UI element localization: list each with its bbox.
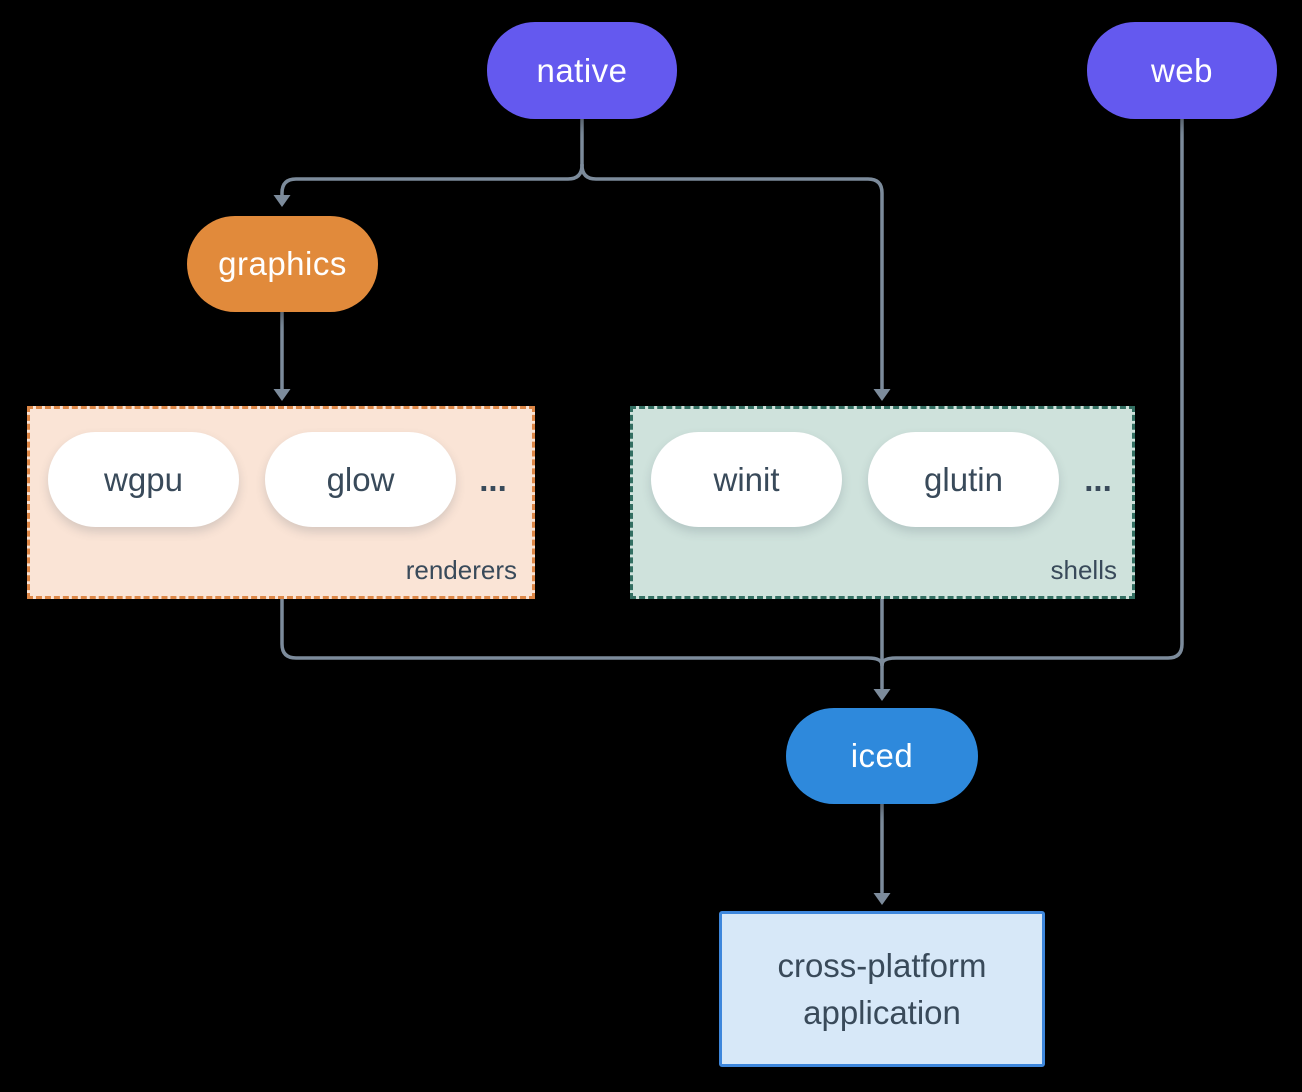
arrowhead-renderers	[273, 389, 291, 401]
edge-native-graphics	[280, 163, 584, 197]
app-box-line1: cross-platform	[777, 947, 987, 984]
pill-wgpu-label: wgpu	[104, 460, 183, 498]
pill-glow: glow	[265, 432, 456, 527]
renderers-label: renderers	[405, 555, 517, 585]
arrowhead-iced	[873, 689, 891, 701]
renderers-ellipsis: ...	[479, 460, 507, 498]
node-iced-label: iced	[850, 737, 914, 774]
shells-ellipsis: ...	[1084, 460, 1112, 498]
app-box-line2: application	[803, 994, 961, 1031]
edge-renderers-iced	[280, 597, 884, 667]
node-graphics: graphics	[187, 216, 378, 312]
arrowhead-shells	[873, 389, 891, 401]
node-web: web	[1087, 22, 1277, 119]
pill-winit: winit	[651, 432, 842, 527]
node-native-label: native	[536, 51, 628, 89]
node-web-label: web	[1150, 51, 1214, 89]
pill-glow-label: glow	[326, 460, 395, 498]
node-iced: iced	[786, 708, 978, 804]
edge-native-shells	[580, 163, 884, 391]
arrowhead-graphics	[273, 195, 291, 207]
node-graphics-label: graphics	[218, 245, 347, 282]
shells-label: shells	[1050, 555, 1117, 585]
app-box: cross-platform application	[719, 911, 1045, 1067]
pill-wgpu: wgpu	[48, 432, 239, 527]
group-shells: winit glutin ... shells	[630, 406, 1135, 599]
pill-glutin-label: glutin	[924, 460, 1003, 498]
pill-winit-label: winit	[713, 460, 780, 498]
node-native: native	[487, 22, 677, 119]
arrowhead-app	[873, 893, 891, 905]
pill-glutin: glutin	[868, 432, 1059, 527]
group-renderers: wgpu glow ... renderers	[27, 406, 535, 599]
